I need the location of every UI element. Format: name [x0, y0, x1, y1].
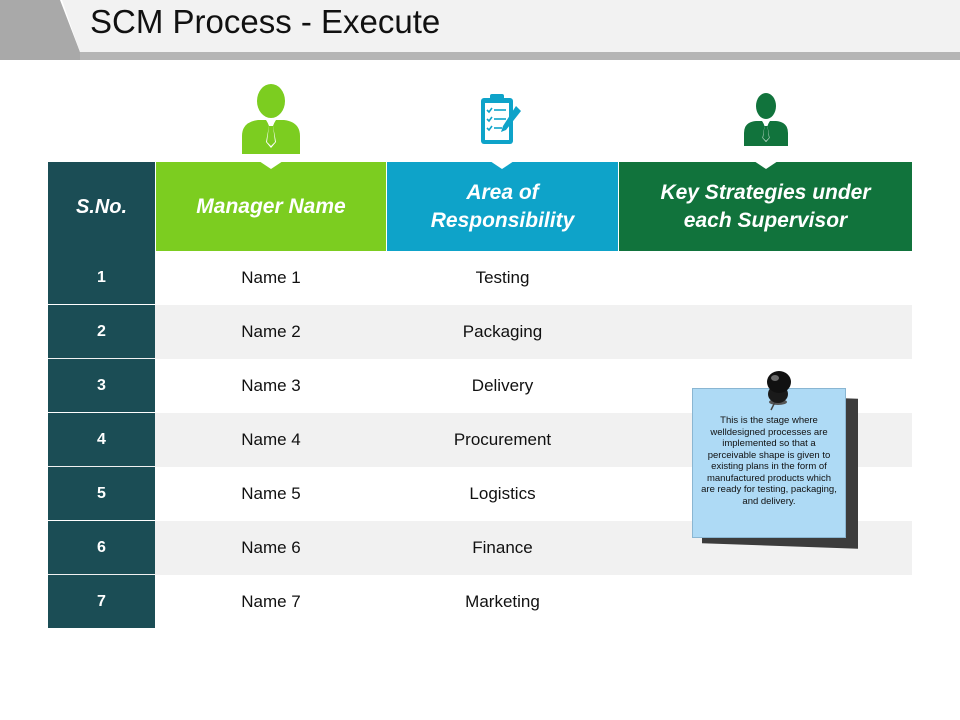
- row-number: 1: [48, 251, 155, 304]
- area-cell: Finance: [472, 538, 533, 557]
- header-sno-label: S.No.: [75, 195, 128, 218]
- header-notch-manager: [259, 161, 283, 169]
- row-number: 6: [48, 521, 155, 574]
- header-key-label-line1: Key Strategies under: [660, 181, 871, 205]
- row-number: 7: [48, 575, 155, 628]
- header-manager-name: Manager Name: [156, 162, 386, 251]
- area-cell: Marketing: [465, 592, 540, 611]
- manager-name-cell: Name 3: [241, 376, 301, 395]
- area-cell: Testing: [475, 268, 530, 287]
- row-number: 4: [48, 413, 155, 466]
- header-manager-label: Manager Name: [196, 194, 346, 218]
- header-notch-area: [490, 161, 514, 169]
- header-key-strategies: Key Strategies under each Supervisor: [619, 162, 912, 251]
- manager-name-cell: Name 5: [241, 484, 301, 503]
- header-area-label-line2: Responsibility: [430, 208, 575, 232]
- manager-name-cell: Name 4: [241, 430, 301, 449]
- header-key-label-line2: each Supervisor: [683, 208, 848, 232]
- header-notch-key: [754, 161, 778, 169]
- area-cell: Delivery: [471, 376, 534, 395]
- manager-name-cell: Name 7: [241, 592, 301, 611]
- table-row: 1 Name 1 Testing: [48, 251, 912, 305]
- sticky-note-text: This is the stage where welldesigned pro…: [701, 415, 837, 508]
- header-area-of-responsibility: Area of Responsibility: [387, 162, 618, 251]
- supervisor-person-icon: [744, 93, 788, 146]
- row-number: 3: [48, 359, 155, 412]
- table-row: 3 Name 3 Delivery: [48, 359, 912, 413]
- manager-person-icon: [242, 84, 300, 154]
- sticky-note: This is the stage where welldesigned pro…: [692, 368, 862, 552]
- manager-name-cell: Name 2: [241, 322, 301, 341]
- table-row: 2 Name 2 Packaging: [48, 305, 912, 359]
- manager-name-cell: Name 6: [241, 538, 301, 557]
- slide-title: SCM Process - Execute: [90, 3, 441, 40]
- push-pin-icon: [767, 371, 791, 411]
- table-row: 7 Name 7 Marketing: [48, 575, 912, 629]
- sticky-note-paper: This is the stage where welldesigned pro…: [692, 388, 846, 538]
- area-cell: Procurement: [453, 430, 552, 449]
- row-number: 2: [48, 305, 155, 358]
- row-number: 5: [48, 467, 155, 520]
- title-banner: [0, 0, 960, 60]
- header-area-label-line1: Area of: [466, 181, 539, 205]
- header-sno: S.No.: [48, 162, 155, 251]
- table-row: 5 Name 5 Logistics: [48, 467, 912, 521]
- area-cell: Logistics: [469, 484, 536, 503]
- area-cell: Packaging: [462, 322, 543, 341]
- manager-name-cell: Name 1: [241, 268, 301, 287]
- clipboard-checklist-icon: [481, 94, 521, 144]
